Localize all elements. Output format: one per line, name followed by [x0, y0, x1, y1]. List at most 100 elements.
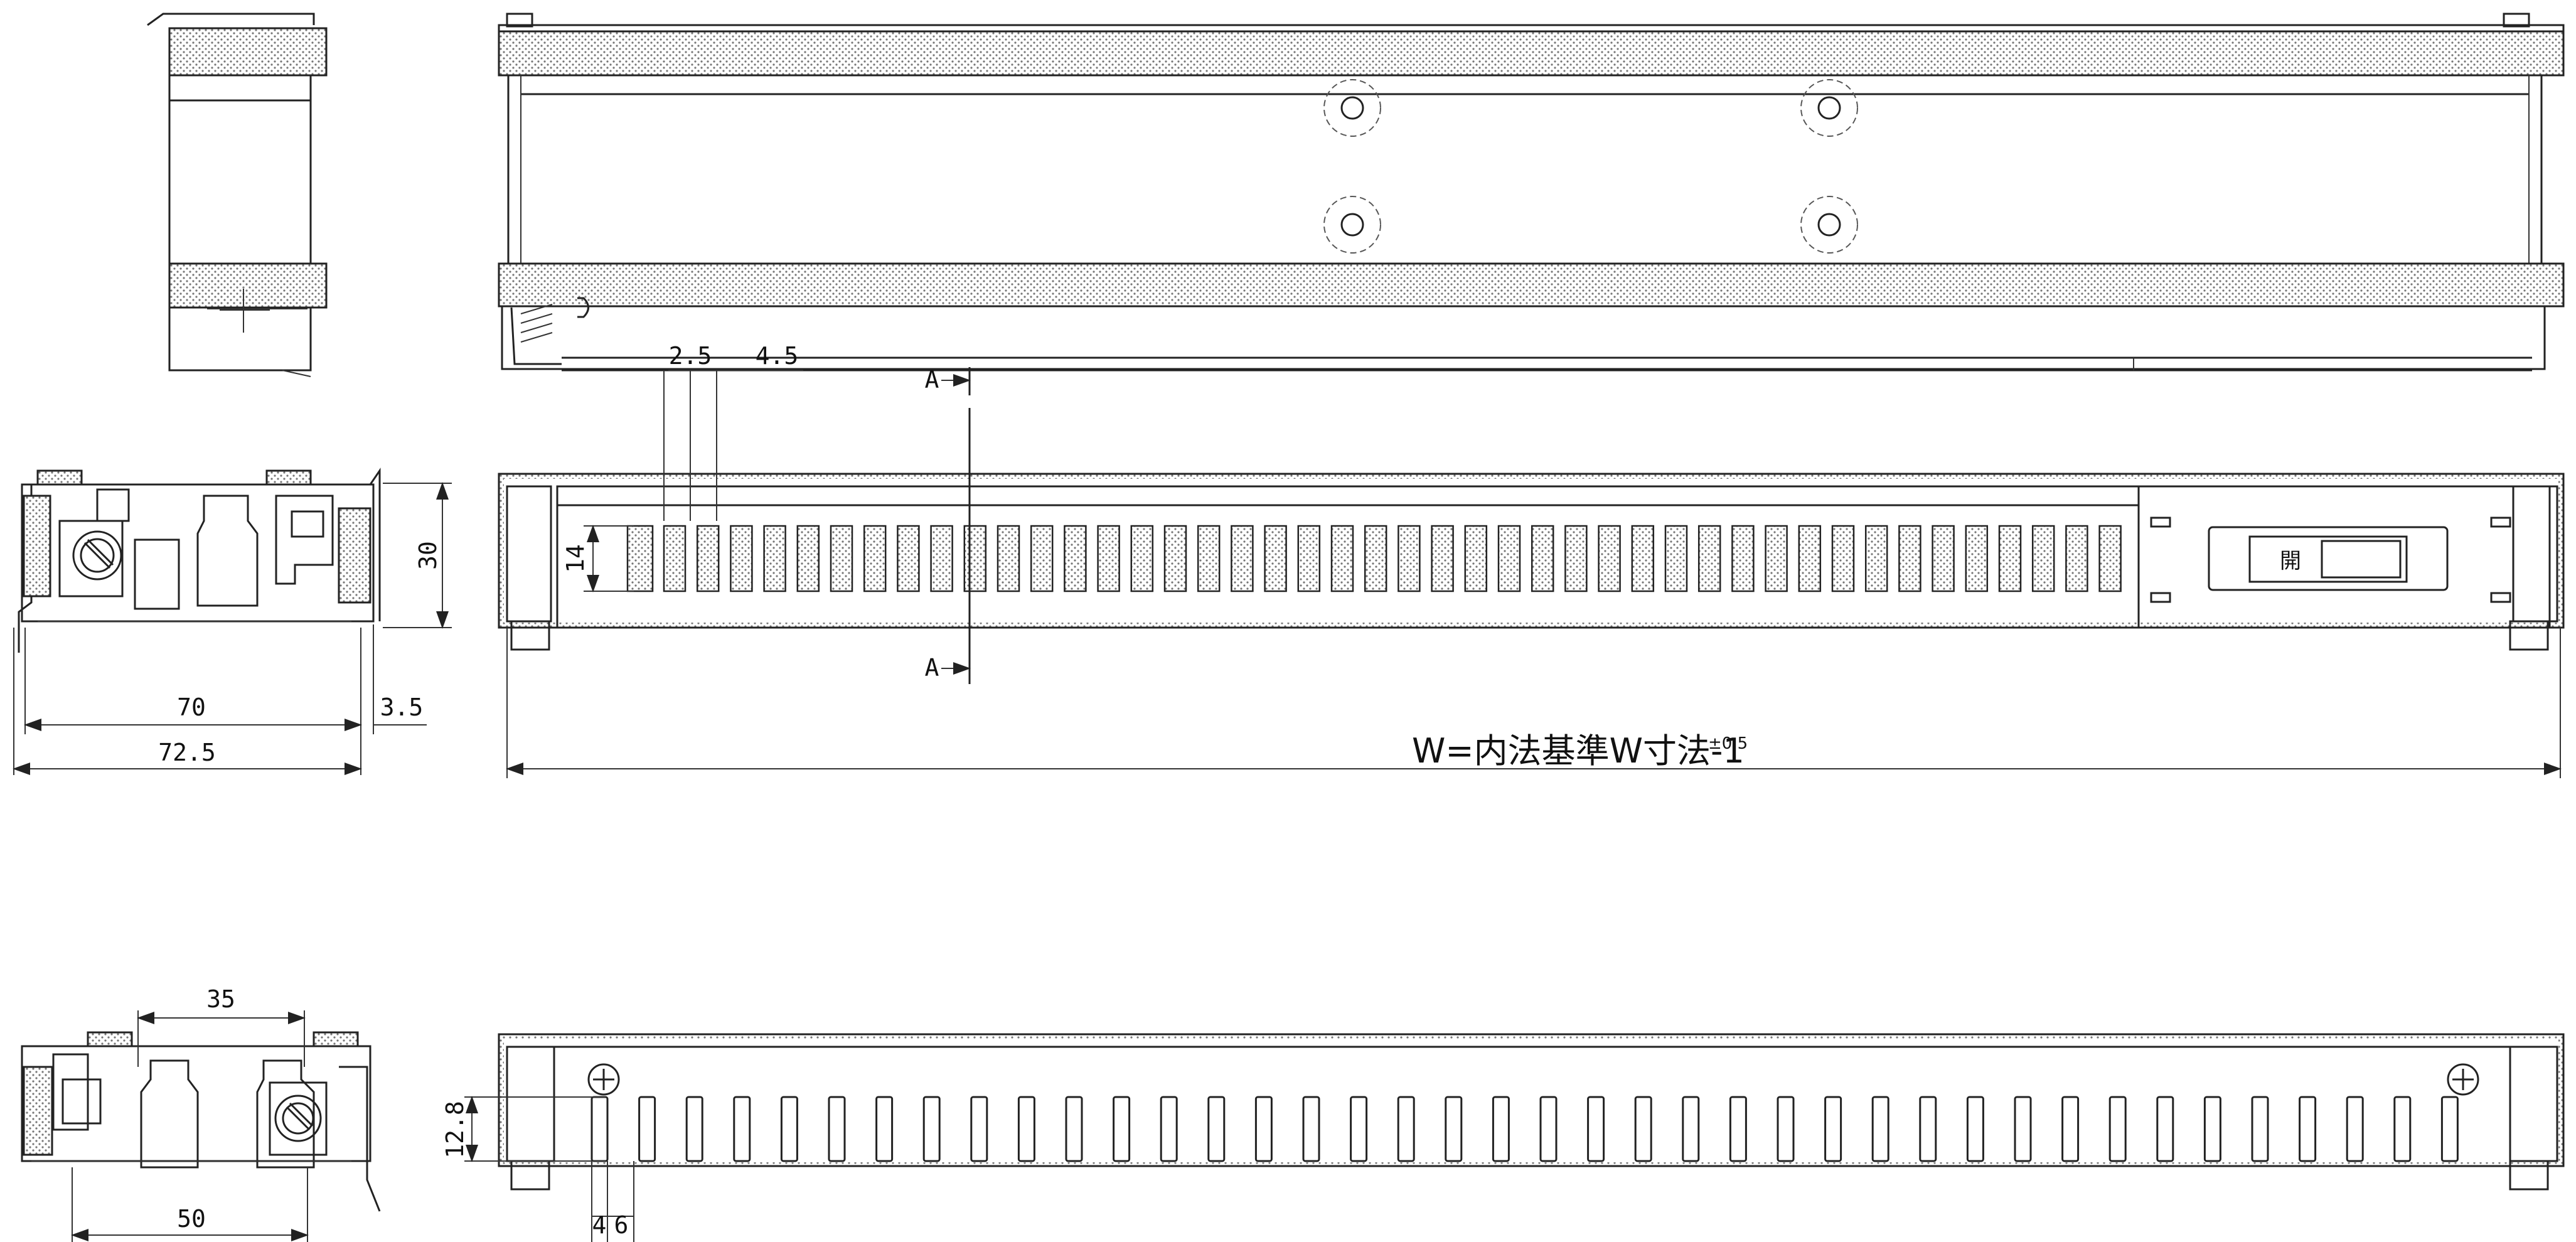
rear-elevation [498, 1033, 2565, 1191]
rear-slot [685, 1096, 703, 1162]
vent-slot [1297, 525, 1321, 592]
rear-slot [1824, 1096, 1842, 1162]
switch-label: 開 [2280, 549, 2301, 574]
dim-4-5-label: 4.5 [756, 342, 799, 370]
rear-slot [1302, 1096, 1320, 1162]
vent-slot [1130, 525, 1154, 592]
vent-slot [997, 525, 1020, 592]
vent-slot [1064, 525, 1087, 592]
vent-slot [1898, 525, 1921, 592]
vent-slot [897, 525, 920, 592]
dim-2-5-label: 2.5 [669, 342, 712, 370]
rear-slot [1634, 1096, 1652, 1162]
vent-slot [830, 525, 853, 592]
dim-6-label: 6 [614, 1211, 629, 1239]
vent-slot [696, 525, 720, 592]
vent-slot [1664, 525, 1688, 592]
vent-slot [1831, 525, 1855, 592]
dim-4-label: 4 [592, 1211, 607, 1239]
rear-slot [1966, 1096, 1984, 1162]
vent-slot-row [626, 525, 2122, 592]
rear-slot [875, 1096, 894, 1162]
vent-slot [1431, 525, 1454, 592]
rear-slot [2203, 1096, 2221, 1162]
rear-slot [2299, 1096, 2317, 1162]
rear-slot [2014, 1096, 2032, 1162]
vent-slot [2098, 525, 2122, 592]
screw-icon [2447, 1063, 2479, 1096]
rear-slot [2108, 1096, 2127, 1162]
dim-12-8-label: 12.8 [441, 1101, 469, 1159]
rear-slot [1350, 1096, 1368, 1162]
rear-slot-row [591, 1096, 2459, 1162]
vent-slot [1564, 525, 1588, 592]
vent-slot [1330, 525, 1354, 592]
section-view-a [18, 468, 381, 653]
vent-slot [663, 525, 687, 592]
rear-slot [1017, 1096, 1035, 1162]
rear-slot [1919, 1096, 1937, 1162]
rear-slot [2251, 1096, 2269, 1162]
vent-slot [2031, 525, 2055, 592]
vent-slot [1731, 525, 1755, 592]
vent-slot [796, 525, 820, 592]
rear-slot [733, 1096, 751, 1162]
vent-slot [1864, 525, 1888, 592]
rear-slot [1539, 1096, 1558, 1162]
rear-slot [1113, 1096, 1131, 1162]
vent-slot [863, 525, 887, 592]
rear-slot [1682, 1096, 1700, 1162]
vent-slot [1798, 525, 1822, 592]
vent-slot [1765, 525, 1788, 592]
vent-slot [1631, 525, 1655, 592]
dimension-4-6: 4 6 [591, 1161, 634, 1242]
vent-slot [1531, 525, 1554, 592]
dim-70-label: 70 [177, 693, 206, 721]
vent-slot [1497, 525, 1521, 592]
vent-slot [1965, 525, 1989, 592]
dimension-w: W=内法基準W寸法-1 ±0.5 [506, 628, 2562, 778]
vent-slot [1998, 525, 2022, 592]
rear-slot [828, 1096, 846, 1162]
rear-slot [1065, 1096, 1083, 1162]
vent-slot [930, 525, 953, 592]
rear-slot [1207, 1096, 1226, 1162]
dimension-slot-pitch: 2.5 4.5 [663, 342, 803, 521]
rear-slot [2393, 1096, 2412, 1162]
rear-slot [638, 1096, 656, 1162]
rear-slot [1587, 1096, 1605, 1162]
vent-slot [1697, 525, 1721, 592]
dimension-35: 35 [137, 985, 306, 1067]
mounting-hole-4 [1800, 196, 1858, 254]
vent-slot [1264, 525, 1287, 592]
vent-slot [963, 525, 987, 592]
vent-slot [1398, 525, 1421, 592]
dim-30-label: 30 [414, 541, 442, 570]
vent-slot [1932, 525, 1955, 592]
section-view-b [21, 1031, 381, 1212]
rear-slot [1160, 1096, 1178, 1162]
rear-slot [2156, 1096, 2174, 1162]
section-marker-top: A A [925, 366, 971, 684]
dim-72-5-label: 72.5 [158, 739, 216, 766]
section-marker-a-bottom: A [925, 654, 939, 682]
rear-slot [1492, 1096, 1510, 1162]
rear-slot [1397, 1096, 1415, 1162]
vent-slot [1097, 525, 1120, 592]
dimension-slot-height: 14 [562, 525, 634, 592]
rear-slot [2061, 1096, 2080, 1162]
vent-slot [730, 525, 753, 592]
front-elevation: 開 [498, 473, 2565, 651]
section-marker-a-top: A [925, 366, 939, 393]
plan-view-top [498, 13, 2565, 372]
rear-slot [2440, 1096, 2459, 1162]
rear-slot [2346, 1096, 2364, 1162]
vent-slot [2065, 525, 2088, 592]
vent-slot [1464, 525, 1488, 592]
mounting-hole-3 [1323, 196, 1381, 254]
rear-slot [1777, 1096, 1795, 1162]
screw-icon [587, 1063, 620, 1096]
dim-3-5-label: 3.5 [380, 693, 424, 721]
dim-50-label: 50 [177, 1205, 206, 1233]
